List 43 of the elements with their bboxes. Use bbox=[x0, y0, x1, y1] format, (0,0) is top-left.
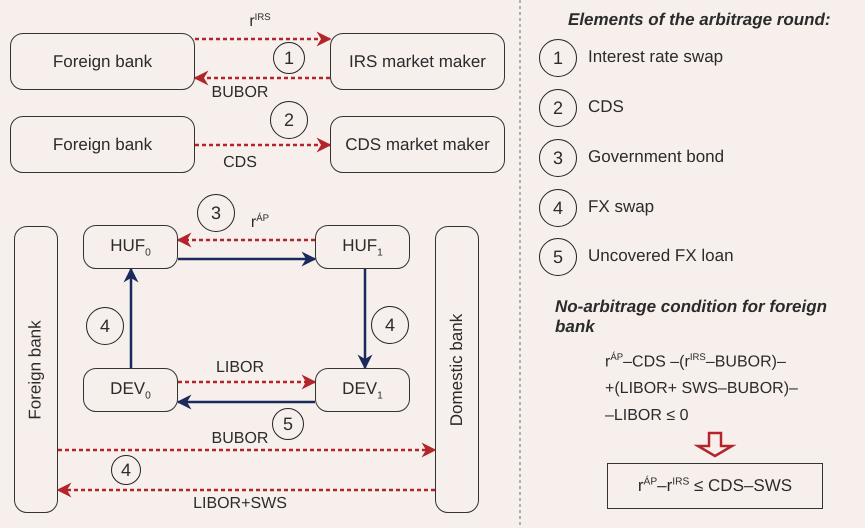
bank-box: Domestic bank bbox=[435, 226, 479, 513]
result-box: r$^{ÁP}$–r$^{IRS}$ ≤ CDS–SWS bbox=[607, 463, 823, 509]
numbered-circle: 4 bbox=[86, 307, 124, 345]
numbered-circle: 4 bbox=[371, 306, 409, 344]
item-label: Uncovered FX loan bbox=[588, 246, 734, 266]
numbered-circle: 2 bbox=[539, 89, 577, 127]
dashed-arrow bbox=[194, 70, 330, 86]
heading: Elements of the arbitrage round: bbox=[568, 10, 831, 30]
bank-box: DEV$_{0}$ bbox=[83, 368, 178, 412]
numbered-circle: 5 bbox=[272, 408, 304, 440]
arrow bbox=[178, 252, 316, 266]
hollow-arrow bbox=[693, 432, 737, 458]
item-label: Government bond bbox=[588, 147, 724, 167]
dashed-arrow bbox=[178, 374, 316, 390]
numbered-circle: 3 bbox=[539, 139, 577, 177]
numbered-circle: 1 bbox=[273, 42, 305, 74]
bank-box: HUF$_{0}$ bbox=[83, 225, 178, 269]
dashed-arrow bbox=[58, 442, 436, 458]
item-label: Interest rate swap bbox=[588, 47, 724, 67]
numbered-circle: 2 bbox=[270, 101, 308, 139]
bank-box: Foreign bank bbox=[10, 33, 195, 90]
item-label: CDS bbox=[588, 97, 624, 117]
arrow bbox=[176, 394, 315, 410]
item-label: FX swap bbox=[588, 197, 654, 217]
dashed-arrow bbox=[195, 138, 332, 152]
bank-box: HUF$_{1}$ bbox=[315, 225, 410, 269]
numbered-circle: 5 bbox=[539, 238, 577, 276]
bank-box: Foreign bank bbox=[14, 226, 58, 513]
bank-box: IRS market maker bbox=[330, 33, 505, 90]
bank-box: DEV$_{1}$ bbox=[315, 368, 410, 412]
dashed-arrow bbox=[176, 232, 315, 248]
heading: No-arbitrage condition for foreign bank bbox=[555, 297, 828, 337]
formula-text: r$^{ÁP}$–CDS –(r$^{IRS}$–BUBOR)– +(LIBOR+ SWS–BUBOR)– –LIBOR ≤ 0 bbox=[605, 350, 799, 426]
bank-box: Foreign bank bbox=[10, 116, 195, 173]
arrow bbox=[124, 268, 138, 368]
bank-box: CDS market maker bbox=[330, 116, 505, 173]
dashed-arrow bbox=[56, 482, 435, 498]
numbered-circle: 4 bbox=[539, 189, 577, 227]
numbered-circle: 3 bbox=[197, 194, 235, 232]
numbered-circle: 4 bbox=[111, 455, 141, 485]
numbered-circle: 1 bbox=[539, 39, 577, 77]
dashed-arrow bbox=[195, 32, 332, 46]
arrow bbox=[358, 269, 372, 370]
